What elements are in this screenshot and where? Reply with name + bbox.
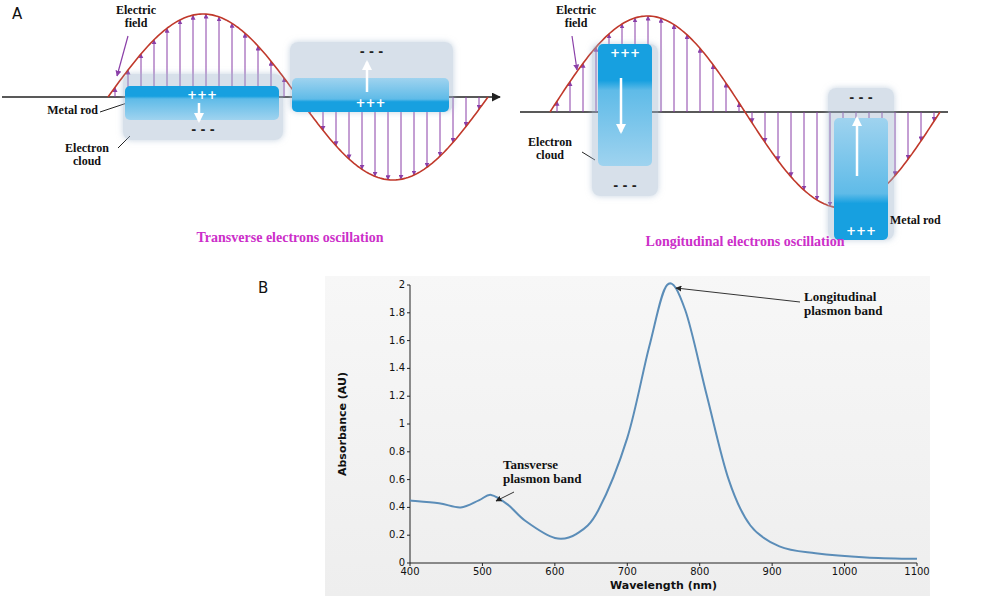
charge-sign: +++ [125,89,279,101]
field-arrow [713,65,714,112]
oscillation-arrow [856,118,859,176]
tick [410,563,411,566]
label: Metal rod [890,214,941,227]
absorbance-curve [410,283,917,558]
label: Metal rod [47,104,98,117]
panel-letter: A [12,6,22,23]
metal-rod: +++ [834,118,888,240]
tick [482,563,483,566]
chart-ground [325,276,930,596]
metal-rod: +++ [125,86,279,120]
label: Wavelength (nm) [610,580,717,592]
field-arrow [661,18,662,112]
leader-line [676,288,800,302]
field-arrow [583,63,584,112]
tick-label: 500 [473,566,492,577]
tick [627,563,628,566]
field-arrow [284,78,285,97]
tick [917,563,918,566]
tick [407,479,410,480]
tick [407,396,410,397]
metal-rod: +++ [292,78,449,112]
wave-curve [108,14,488,180]
leader-line [572,36,577,70]
tick-label: 1100 [904,566,929,577]
chart-axes [407,285,917,566]
electron-cloud: - - - +++ [290,42,453,112]
tick-label: 1.8 [389,307,405,318]
label: Longitudinal electrons oscillation [646,234,845,249]
oscillation-arrow [198,103,201,121]
field-arrow [570,82,571,112]
tick-label: 900 [763,566,782,577]
charge-sign: +++ [292,97,449,109]
label: Electron cloud [56,142,118,168]
field-arrow [921,112,922,141]
field-arrow [765,112,766,142]
charge-sign: - - - [828,92,894,104]
label: Longitudinal plasmon band [804,290,916,319]
tick-label: 1.4 [389,362,405,373]
tick [407,507,410,508]
label: Transverse electrons oscillation [197,230,384,245]
metal-rod: +++ [598,44,652,166]
field-arrow [778,112,779,161]
tick-label: 700 [618,566,637,577]
leader-line [496,492,514,501]
oscillation-arrow [620,78,623,132]
field-arrow [466,97,467,127]
tick [407,340,410,341]
charge-sign: - - - [123,124,283,136]
tick [407,535,410,536]
charge-sign: - - - [290,46,453,58]
label: Tansverse plasmon band [503,458,595,487]
electron-cloud: - - - +++ [828,88,894,240]
label: Electric field [552,4,600,30]
field-arrow [687,35,688,112]
tick [699,563,700,566]
leader-line [117,36,128,76]
field-arrow [674,25,675,112]
field-arrow [908,112,909,159]
panel-letter: B [258,280,268,297]
charge-sign: +++ [598,47,652,59]
label: Electron cloud [519,136,581,162]
electron-cloud: - - - +++ [592,44,658,196]
label: Absorbance (AU) [337,372,349,476]
field-arrow [895,112,896,176]
tick-label: 0.8 [389,446,405,457]
tick-label: 1.2 [389,390,405,401]
tick [772,563,773,566]
field-arrow [791,112,792,177]
tick-label: 0.4 [389,501,405,512]
tick-label: 600 [545,566,564,577]
label: Electric field [112,4,160,30]
tick [407,368,410,369]
tick [407,285,410,286]
tick-label: 800 [690,566,709,577]
tick-label: 0.2 [389,529,405,540]
field-arrow [817,112,818,200]
oscillation-arrow [366,62,369,92]
field-arrow [804,112,805,190]
tick-label: 0.6 [389,474,405,485]
tick-label: 2 [399,279,405,290]
x-axis [410,563,917,564]
tick [407,312,410,313]
charge-sign: - - - [592,180,658,192]
tick-label: 1000 [832,566,857,577]
tick-label: 1 [399,418,405,429]
tick [844,563,845,566]
tick-label: 400 [400,566,419,577]
tick-label: 1.6 [389,335,405,346]
field-arrow [700,48,701,112]
field-arrow [726,83,727,112]
tick [407,451,410,452]
electron-cloud: - - - +++ [123,74,283,140]
tick [407,424,410,425]
tick [554,563,555,566]
